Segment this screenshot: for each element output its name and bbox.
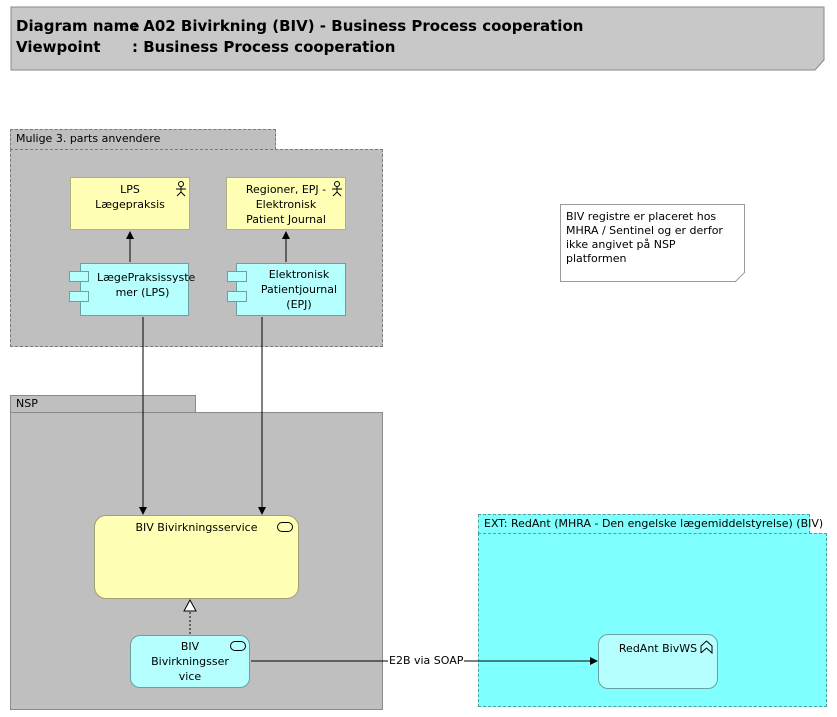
component-icon	[227, 291, 247, 302]
epj-system-line1: Elektronisk	[268, 268, 330, 281]
epj-system-line2: Patientjournal	[260, 283, 338, 296]
mulige-group-label: Mulige 3. parts anvendere	[16, 132, 161, 145]
note-fold	[735, 272, 746, 283]
mulige-group-tab[interactable]: Mulige 3. parts anvendere	[10, 129, 276, 150]
note-line3: ikke angivet på NSP platformen	[566, 238, 676, 265]
epj-actor-line2: Elektronisk	[255, 198, 317, 211]
note-biv-registre[interactable]: BIV registre er placeret hos MHRA / Sent…	[560, 204, 745, 282]
component-icon	[69, 271, 89, 282]
epj-system-line3: (EPJ)	[286, 298, 312, 311]
epj-actor-line3: Patient Journal	[246, 213, 326, 226]
viewpoint-row: Viewpoint : Business Process cooperation	[16, 38, 395, 56]
viewpoint-key: Viewpoint	[16, 38, 101, 56]
epj-system-component[interactable]: Elektronisk Patientjournal (EPJ)	[236, 263, 346, 316]
lps-actor[interactable]: LPS Lægepraksis	[70, 177, 190, 230]
epj-actor[interactable]: Regioner, EPJ - Elektronisk Patient Jour…	[226, 177, 346, 230]
interface-icon	[700, 640, 713, 654]
biv-app-service-line1: BIV	[180, 640, 200, 653]
component-icon	[69, 291, 89, 302]
ext-group-label: EXT: RedAnt (MHRA - Den engelske lægemid…	[484, 517, 824, 530]
lps-actor-line2: Lægepraksis	[95, 198, 165, 211]
actor-icon	[176, 181, 186, 197]
redant-bivws-interface[interactable]: RedAnt BivWS	[598, 634, 718, 689]
header-banner	[10, 6, 825, 71]
nsp-group-tab[interactable]: NSP	[10, 395, 196, 413]
redant-label: RedAnt BivWS	[618, 642, 698, 655]
diagram-name-key: Diagram name	[16, 17, 140, 35]
viewpoint-value: : Business Process cooperation	[132, 38, 396, 56]
biv-app-service-line2: Bivirkningsser	[151, 655, 229, 668]
lps-actor-line1: LPS	[120, 183, 140, 196]
biv-app-service-line3: vice	[178, 670, 202, 683]
actor-icon	[332, 181, 342, 197]
diagram-name-value: : A02 Bivirkning (BIV) - Business Proces…	[132, 17, 584, 35]
lps-system-line1: LægePraksissyste	[97, 271, 196, 284]
nsp-group-label: NSP	[16, 397, 38, 410]
diagram-name-row: Diagram name: A02 Bivirkning (BIV) - Bus…	[16, 17, 583, 35]
biv-business-service-label: BIV Bivirkningsservice	[135, 521, 258, 534]
lps-system-line2: mer (LPS)	[115, 286, 170, 299]
service-icon	[277, 522, 293, 532]
lps-system-component[interactable]: LægePraksissyste mer (LPS)	[80, 263, 196, 316]
service-icon	[230, 641, 246, 651]
e2b-edge-label: E2B via SOAP	[388, 654, 465, 667]
biv-application-service[interactable]: BIV Bivirkningsser vice	[130, 635, 250, 688]
note-line1: BIV registre er placeret hos	[566, 210, 717, 223]
note-line2: MHRA / Sentinel og er derfor	[566, 224, 723, 237]
component-icon	[227, 271, 247, 282]
biv-business-service[interactable]: BIV Bivirkningsservice	[94, 515, 299, 599]
epj-actor-line1: Regioner, EPJ -	[245, 183, 327, 196]
ext-group-tab[interactable]: EXT: RedAnt (MHRA - Den engelske lægemid…	[478, 514, 823, 534]
